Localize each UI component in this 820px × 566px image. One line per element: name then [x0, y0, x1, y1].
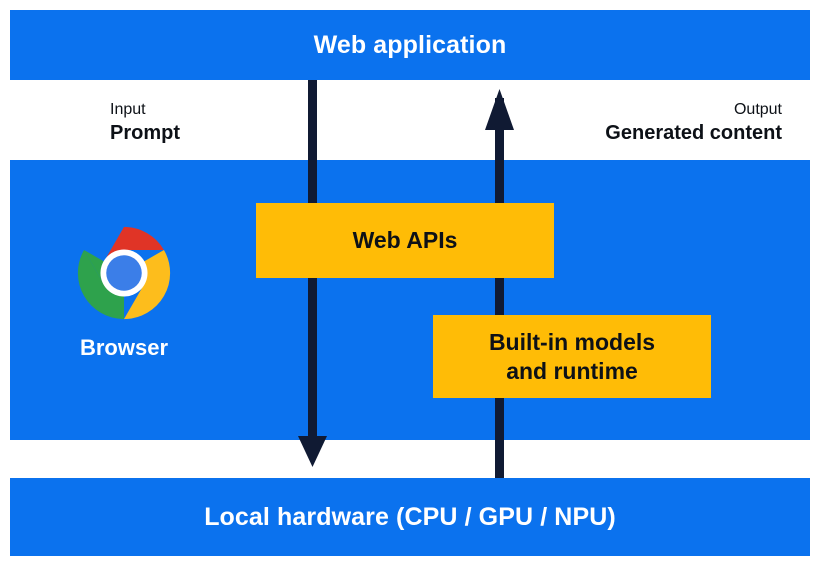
box-builtin-models[interactable]: Built-in models and runtime	[433, 315, 711, 398]
flow-label-output-value: Generated content	[605, 122, 782, 144]
band-local-hardware: Local hardware (CPU / GPU / NPU)	[10, 478, 810, 556]
chrome-logo-icon	[77, 226, 171, 320]
band-local-hardware-label: Local hardware (CPU / GPU / NPU)	[204, 502, 616, 531]
browser-group: Browser	[54, 225, 194, 361]
band-browser-label: Browser	[79, 335, 169, 360]
box-builtin-models-line2: and runtime	[506, 357, 638, 384]
box-web-apis[interactable]: Web APIs	[256, 203, 554, 278]
flow-label-input-value: Prompt	[110, 122, 180, 144]
box-web-apis-label: Web APIs	[352, 227, 458, 254]
box-builtin-models-label: Built-in models and runtime	[489, 328, 655, 384]
flow-label-input-kicker: Input	[110, 101, 146, 118]
band-web-application: Web application	[10, 10, 810, 80]
band-web-application-label: Web application	[313, 30, 507, 59]
box-builtin-models-line1: Built-in models	[488, 329, 656, 356]
flow-label-output-kicker: Output	[733, 101, 782, 118]
flow-label-output: Output Generated content	[605, 100, 782, 146]
flow-label-input: Input Prompt	[110, 100, 180, 146]
